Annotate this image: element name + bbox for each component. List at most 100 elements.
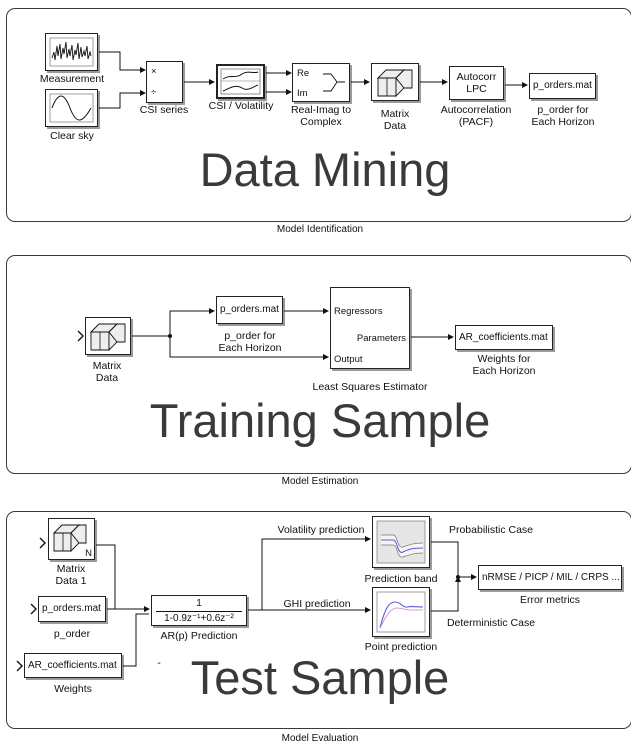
- wire-measurement-product: [99, 51, 146, 73]
- transfer-function: 1 1-0.9z⁻¹+0.6z⁻²: [152, 598, 246, 625]
- p-orders-label: p_order for Each Horizon: [520, 104, 606, 128]
- wire-band-metrics: [431, 541, 477, 580]
- noise-signal-icon: [49, 37, 94, 67]
- real-imag-label: Real-Imag to Complex: [276, 104, 366, 128]
- wire-clearsky-product: [99, 90, 146, 109]
- point-plot-icon: [376, 591, 426, 633]
- wire-matrix1-side: [96, 544, 130, 610]
- p-orders-block[interactable]: p_orders.mat: [529, 73, 596, 99]
- p-orders-text: p_orders.mat: [533, 80, 592, 91]
- ar-coefficients-label: Weights for Each Horizon: [458, 353, 550, 377]
- p-orders-label-line1: p_order for: [537, 104, 589, 116]
- clear-sky-label: Clear sky: [50, 130, 94, 142]
- wire-matrix-output: [169, 336, 329, 360]
- ar-coefficients-block[interactable]: AR_coefficients.mat: [455, 325, 553, 350]
- band-plot-icon: [376, 520, 426, 564]
- matrix-data-label-line2: Data: [383, 120, 407, 132]
- autocorr-lpc-block[interactable]: Autocorr LPC: [449, 66, 504, 100]
- ar-coefficients-text: AR_coefficients.mat: [459, 332, 548, 343]
- csi-volatility-label: CSI / Volatility: [208, 100, 274, 112]
- stray-mark: -: [157, 657, 161, 669]
- prediction-band-block[interactable]: [372, 516, 430, 568]
- tf-numerator: 1: [196, 598, 202, 609]
- panel3-title: Test Sample: [190, 651, 450, 704]
- autocorr-label-line2: (PACF): [458, 116, 494, 128]
- p-orders-label-2-line1: p_order for: [224, 330, 276, 342]
- ar-coefficients-text-3: AR_coefficients.mat: [28, 660, 117, 671]
- ar-coefficients-block-3[interactable]: AR_coefficients.mat: [24, 653, 122, 678]
- matrix-data-label-2: Matrix Data: [72, 360, 142, 384]
- p-orders-text-3: p_orders.mat: [42, 603, 101, 614]
- panel-data-mining: [6, 8, 631, 222]
- error-metrics-block[interactable]: nRMSE / PICP / MIL / CRPS ...: [478, 565, 622, 590]
- panel-test-sample: [6, 511, 631, 729]
- scope-icon: [220, 68, 261, 95]
- autocorr-line1: Autocorr: [456, 71, 497, 83]
- matrix-data-block[interactable]: [371, 63, 419, 101]
- wire-arcoef-ar: [123, 613, 149, 667]
- real-imag-label-line2: Complex: [300, 116, 342, 128]
- panel-training-sample: [6, 255, 631, 474]
- panel2-caption: Model Estimation: [281, 476, 359, 487]
- p-orders-label-2-line2: Each Horizon: [218, 342, 282, 354]
- prediction-band-label: Prediction band: [364, 573, 438, 585]
- matrix-data-1-block[interactable]: N: [48, 518, 95, 560]
- junction-dot-2: [456, 575, 460, 579]
- divide-port: ÷: [151, 87, 157, 98]
- deterministic-case-label: Deterministic Case: [446, 617, 536, 629]
- input-chevron-matrix-2: [77, 330, 84, 342]
- ar-prediction-label: AR(p) Prediction: [160, 630, 238, 642]
- parameters-port: Parameters: [356, 333, 406, 344]
- input-chevron-porders-3: [30, 603, 37, 615]
- ar-coefficients-label-line1: Weights for: [477, 353, 531, 365]
- product-block[interactable]: × ÷: [146, 61, 183, 103]
- panel1-caption: Model Identification: [276, 224, 364, 235]
- matrix-cube-icon: [89, 322, 126, 352]
- input-chevron-matrix-1: [39, 537, 46, 549]
- point-prediction-label: Point prediction: [364, 641, 438, 653]
- csi-series-label: CSI series: [139, 104, 189, 116]
- combine-icon: [323, 73, 345, 92]
- autocorr-line2: LPC: [466, 83, 487, 95]
- p-orders-label-2: p_order for Each Horizon: [206, 330, 294, 354]
- error-metrics-label: Error metrics: [519, 594, 581, 606]
- matrix-data-label-line1: Matrix: [380, 108, 410, 120]
- point-prediction-block[interactable]: [372, 587, 430, 637]
- junction-dot: [168, 334, 172, 338]
- least-squares-estimator-block[interactable]: Regressors Parameters Output: [330, 287, 410, 369]
- matrix-cube-icon: [52, 523, 87, 553]
- autocorr-label-line1: Autocorrelation: [440, 104, 512, 116]
- panel3-caption: Model Evaluation: [281, 733, 359, 744]
- ar-prediction-block[interactable]: 1 1-0.9z⁻¹+0.6z⁻²: [151, 595, 247, 626]
- p-orders-block-3[interactable]: p_orders.mat: [38, 596, 106, 622]
- p-orders-block-2[interactable]: p_orders.mat: [216, 296, 283, 324]
- wire-matrix-porders: [132, 308, 215, 337]
- im-port: Im: [297, 88, 308, 99]
- panel2-title: Training Sample: [149, 394, 491, 447]
- ar-coefficients-label-line2: Each Horizon: [472, 365, 536, 377]
- wire-point-metrics: [431, 576, 461, 612]
- p-orders-label-line2: Each Horizon: [531, 116, 595, 128]
- matrix-data-1-label-line1: Matrix: [56, 563, 86, 575]
- matrix-data-block-2[interactable]: [85, 317, 131, 355]
- matrix-data-label-2-line2: Data: [95, 372, 119, 384]
- clear-sky-block[interactable]: [45, 89, 98, 127]
- output-port: Output: [334, 354, 363, 365]
- matrix-data-1-label-line2: Data 1: [55, 575, 87, 587]
- matrix-n-port: N: [85, 548, 92, 559]
- matrix-cube-icon: [376, 68, 413, 98]
- real-imag-label-line1: Real-Imag to: [290, 104, 352, 116]
- wire-arp-volatility: [248, 536, 371, 611]
- matrix-data-label: Matrix Data: [360, 108, 430, 132]
- csi-volatility-block[interactable]: [216, 64, 265, 99]
- real-imag-to-complex-block[interactable]: Re Im: [292, 63, 350, 102]
- weights-label: Weights: [54, 683, 92, 695]
- measurement-block[interactable]: [45, 33, 98, 71]
- error-metrics-text: nRMSE / PICP / MIL / CRPS ...: [482, 572, 620, 583]
- p-orders-text-2: p_orders.mat: [220, 304, 279, 315]
- matrix-data-label-2-line1: Matrix: [92, 360, 122, 372]
- probabilistic-case-label: Probabilistic Case: [448, 524, 534, 536]
- autocorr-label: Autocorrelation (PACF): [430, 104, 522, 128]
- input-chevron-arcoef-3: [16, 660, 23, 672]
